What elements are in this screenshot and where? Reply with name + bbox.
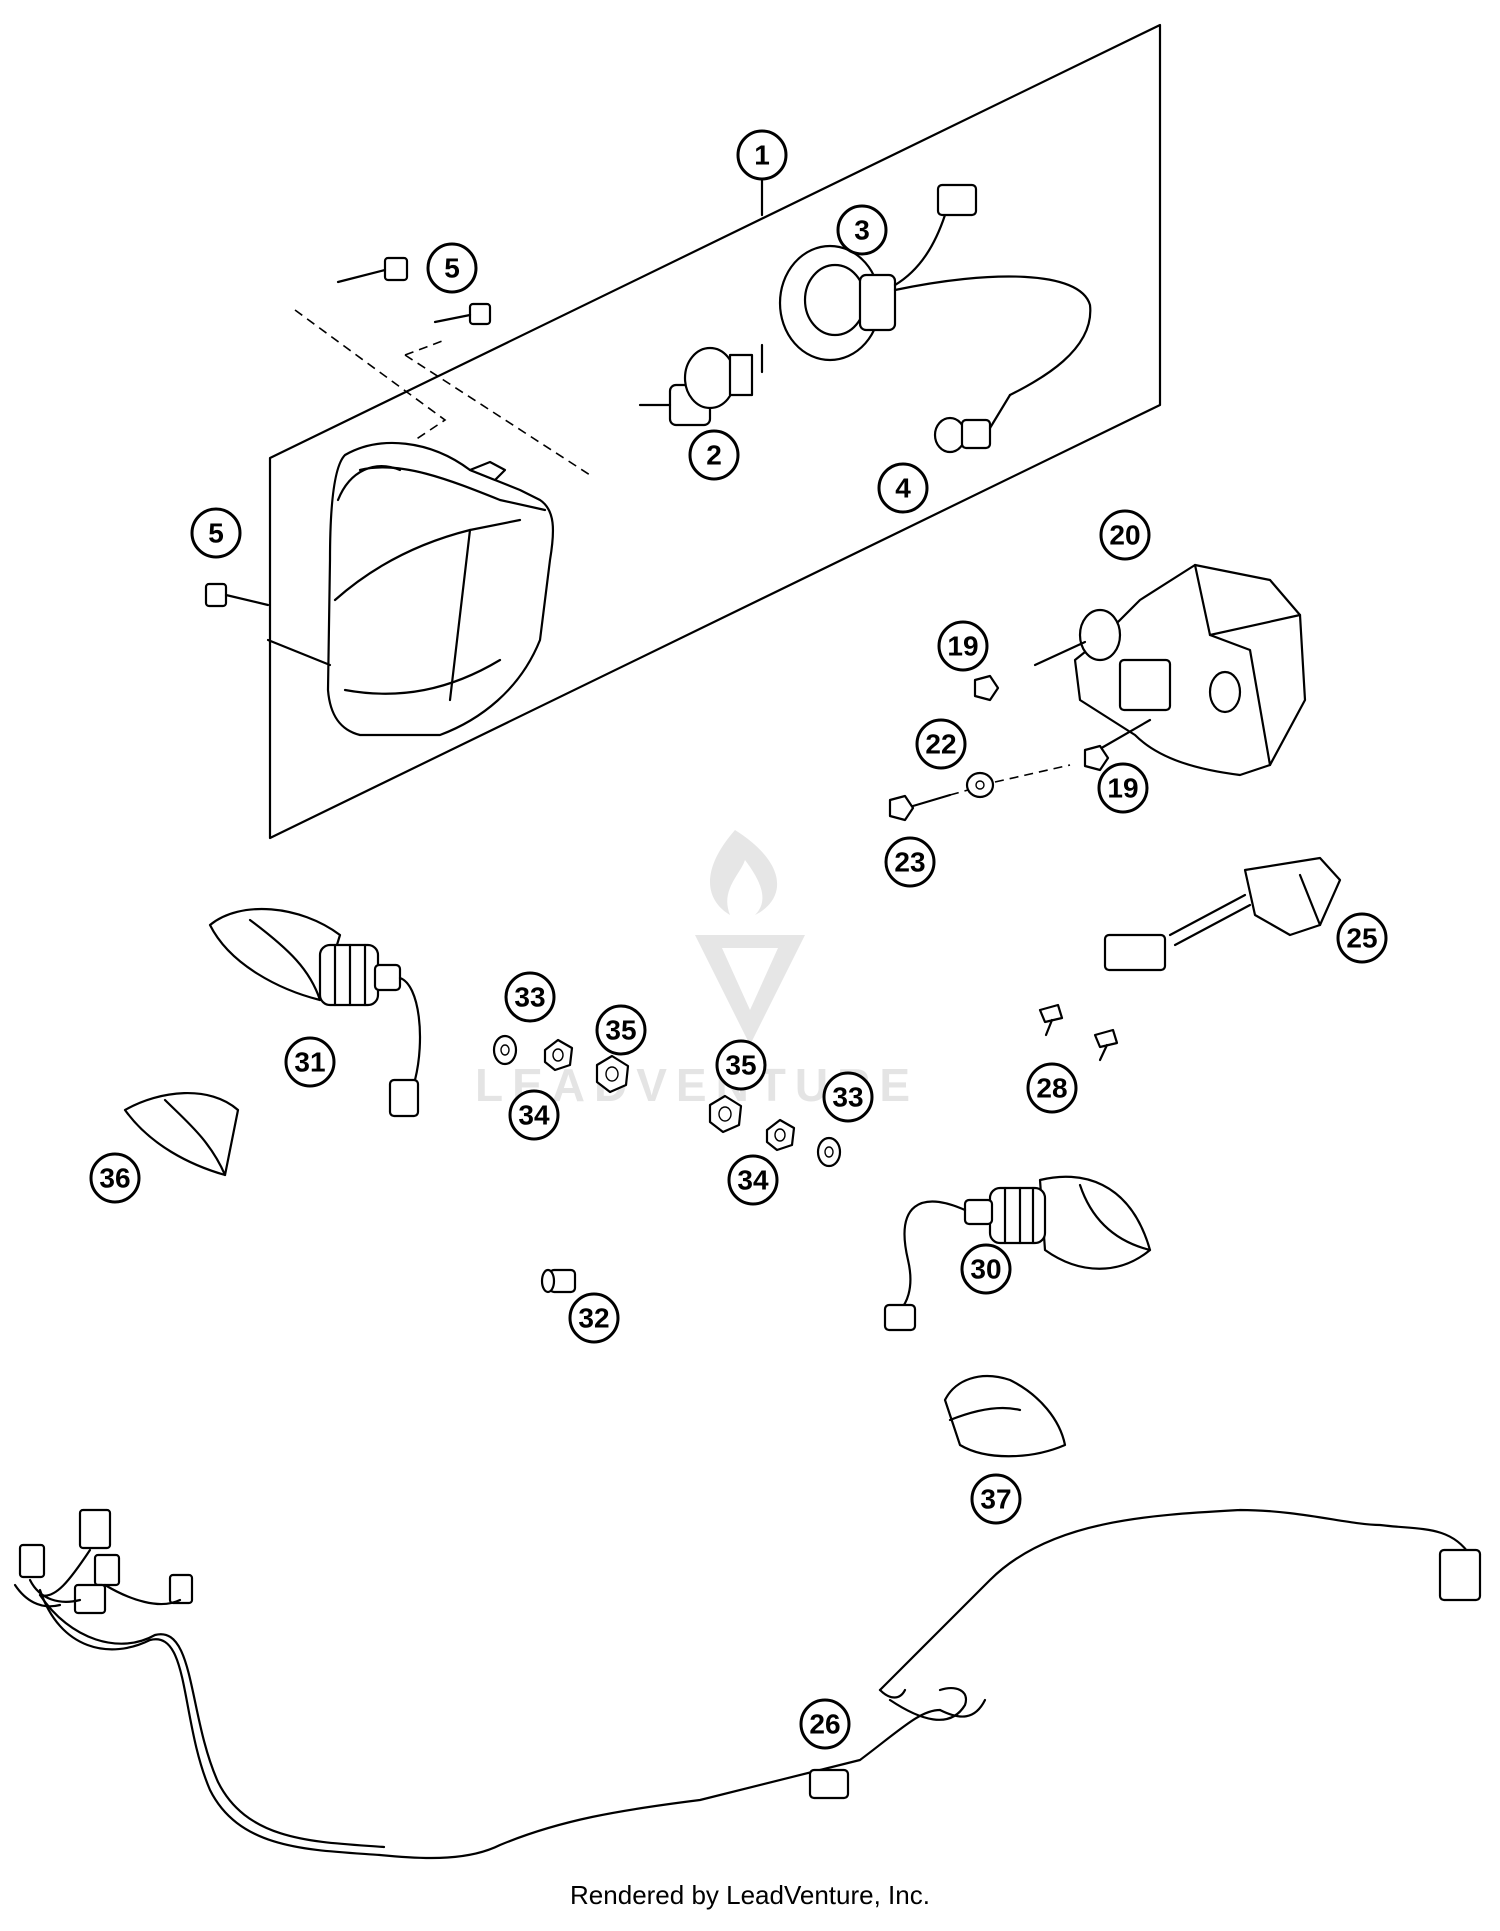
- svg-text:1: 1: [754, 140, 770, 171]
- turn-lens-37: [943, 1375, 1067, 1458]
- svg-text:25: 25: [1346, 923, 1377, 954]
- svg-text:32: 32: [578, 1303, 609, 1334]
- screw-5-left: [204, 582, 332, 667]
- headlight-housing: [326, 441, 555, 737]
- svg-text:34: 34: [518, 1100, 550, 1131]
- callout-3: 3: [836, 204, 888, 256]
- svg-text:35: 35: [725, 1050, 756, 1081]
- svg-text:5: 5: [444, 253, 460, 284]
- bulb-socket: [778, 183, 1092, 397]
- svg-text:34: 34: [737, 1165, 769, 1196]
- turn-signal-right: [883, 1175, 1152, 1332]
- callout-19-top: 19: [937, 620, 989, 672]
- svg-text:36: 36: [99, 1163, 130, 1194]
- callout-23: 23: [884, 836, 936, 888]
- callout-36: 36: [89, 1152, 141, 1204]
- mounting-guide-lines: [294, 309, 591, 476]
- svg-text:30: 30: [970, 1254, 1001, 1285]
- callout-35-right: 35: [715, 1039, 767, 1091]
- svg-text:35: 35: [605, 1015, 636, 1046]
- callout-33-right: 33: [822, 1071, 874, 1123]
- hardware-right: [708, 1094, 842, 1168]
- callout-37: 37: [970, 1473, 1022, 1525]
- callout-35-left: 35: [595, 1004, 647, 1056]
- hardware-left: [492, 1034, 630, 1094]
- turn-lens-36: [123, 1092, 240, 1177]
- svg-text:19: 19: [947, 631, 978, 662]
- svg-text:5: 5: [208, 518, 224, 549]
- callout-22: 22: [915, 718, 967, 770]
- footer-credit: Rendered by LeadVenture, Inc.: [570, 1880, 930, 1910]
- callout-34-right: 34: [727, 1154, 779, 1206]
- turn-signal-left: [208, 907, 422, 1118]
- svg-text:33: 33: [514, 982, 545, 1013]
- svg-text:4: 4: [895, 473, 911, 504]
- callout-2: 2: [688, 429, 740, 481]
- callout-5-left: 5: [190, 507, 242, 559]
- screws-28: [1038, 1003, 1119, 1062]
- tail-fasteners: [888, 674, 1110, 822]
- callout-19-bottom: 19: [1097, 762, 1149, 814]
- svg-text:3: 3: [854, 215, 870, 246]
- callout-26: 26: [799, 1698, 851, 1750]
- svg-text:22: 22: [925, 729, 956, 760]
- callout-4: 4: [877, 462, 929, 514]
- watermark-logo: [695, 830, 805, 1045]
- screw-5-top: [336, 256, 492, 326]
- svg-text:33: 33: [832, 1082, 863, 1113]
- callout-31: 31: [284, 1036, 336, 1088]
- svg-text:28: 28: [1036, 1073, 1067, 1104]
- license-plate-light: [1103, 856, 1342, 972]
- svg-text:2: 2: [706, 440, 722, 471]
- wiring-harness: [13, 1508, 1482, 1860]
- svg-text:23: 23: [894, 847, 925, 878]
- callout-1: 1: [736, 129, 788, 181]
- headlight-bulb: [638, 343, 764, 427]
- svg-text:31: 31: [294, 1047, 325, 1078]
- callout-5-top: 5: [426, 242, 478, 294]
- svg-text:19: 19: [1107, 773, 1138, 804]
- screw-32: [540, 1268, 577, 1294]
- svg-text:37: 37: [980, 1484, 1011, 1515]
- callout-33-left: 33: [504, 971, 556, 1023]
- callout-34-left: 34: [508, 1089, 560, 1141]
- svg-text:20: 20: [1109, 520, 1140, 551]
- callout-20: 20: [1099, 509, 1151, 561]
- callout-32: 32: [568, 1292, 620, 1344]
- callout-30: 30: [960, 1243, 1012, 1295]
- callout-25: 25: [1336, 912, 1388, 964]
- callout-28: 28: [1026, 1062, 1078, 1114]
- svg-text:26: 26: [809, 1709, 840, 1740]
- tail-light: [1033, 563, 1307, 777]
